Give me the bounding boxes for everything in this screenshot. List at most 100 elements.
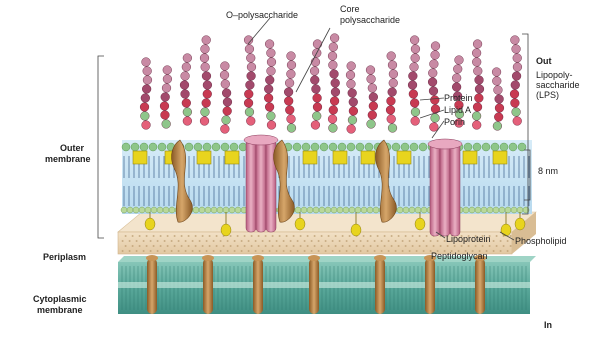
peptidoglycan-mesh-dot bbox=[500, 240, 502, 242]
peptidoglycan-mesh-dot bbox=[174, 245, 176, 247]
peptidoglycan-mesh-dot bbox=[454, 245, 456, 247]
peptidoglycan-mesh-dot bbox=[216, 245, 218, 247]
lps-sugar-bead bbox=[411, 54, 420, 63]
lipid-a-square bbox=[463, 151, 477, 164]
lps-sugar-bead bbox=[411, 108, 420, 117]
lps-sugar-bead bbox=[267, 58, 276, 67]
lps-sugar-bead bbox=[367, 120, 376, 129]
peptidoglycan-mesh-dot bbox=[307, 245, 309, 247]
lps-sugar-bead bbox=[388, 88, 397, 97]
peptidoglycan-mesh-dot bbox=[192, 240, 194, 242]
peptidoglycan-mesh-dot bbox=[248, 250, 250, 252]
peptidoglycan-mesh-dot bbox=[349, 245, 351, 247]
peptidoglycan-mesh-dot bbox=[255, 250, 257, 252]
peptidoglycan-mesh-dot bbox=[398, 235, 400, 237]
lps-sugar-bead bbox=[329, 106, 338, 115]
lps-sugar-bead bbox=[347, 62, 356, 71]
lps-sugar-bead bbox=[142, 121, 151, 130]
peptidoglycan-mesh-dot bbox=[293, 235, 295, 237]
peptidoglycan-mesh-dot bbox=[262, 250, 264, 252]
lps-sugar-bead bbox=[387, 52, 396, 61]
peptidoglycan-mesh-dot bbox=[150, 240, 152, 242]
inner-leaflet-head bbox=[205, 207, 211, 213]
peptidoglycan-mesh-dot bbox=[188, 235, 190, 237]
inner-leaflet-head bbox=[139, 207, 145, 213]
cyto-protein-cap bbox=[374, 255, 386, 261]
peptidoglycan-mesh-dot bbox=[412, 245, 414, 247]
peptidoglycan-mesh-dot bbox=[188, 245, 190, 247]
peptidoglycan-mesh-dot bbox=[202, 235, 204, 237]
peptidoglycan-mesh-dot bbox=[160, 235, 162, 237]
porin-subunit bbox=[450, 144, 460, 236]
inner-leaflet-head bbox=[229, 207, 235, 213]
peptidoglycan-mesh-dot bbox=[167, 245, 169, 247]
lps-sugar-bead bbox=[284, 97, 293, 106]
lps-sugar-bead bbox=[387, 115, 396, 124]
lps-sugar-bead bbox=[201, 108, 210, 117]
lps-sugar-bead bbox=[431, 42, 440, 51]
outer-leaflet-head bbox=[464, 143, 472, 151]
lps-sugar-bead bbox=[313, 40, 322, 49]
lps-sugar-bead bbox=[472, 58, 481, 67]
peptidoglycan-mesh-dot bbox=[192, 250, 194, 252]
lps-sugar-bead bbox=[203, 81, 212, 90]
lps-sugar-bead bbox=[287, 115, 296, 124]
cytoplasmic-membrane-label-line1: Cytoplasmic bbox=[33, 294, 87, 304]
lps-sugar-bead bbox=[473, 67, 482, 76]
peptidoglycan-mesh-dot bbox=[153, 245, 155, 247]
peptidoglycan-mesh-dot bbox=[136, 240, 138, 242]
outer-leaflet-head bbox=[311, 143, 319, 151]
inner-leaflet-head bbox=[463, 207, 469, 213]
lps-sugar-bead bbox=[330, 70, 339, 79]
peptidoglycan-mesh-dot bbox=[122, 250, 124, 252]
peptidoglycan-mesh-dot bbox=[395, 240, 397, 242]
peptidoglycan-mesh-dot bbox=[468, 245, 470, 247]
lps-sugar-bead bbox=[142, 58, 151, 67]
lipoprotein-oval bbox=[501, 224, 511, 236]
lps-sugar-bead bbox=[310, 76, 319, 85]
cyto-membrane-protein bbox=[203, 258, 213, 314]
peptidoglycan-mesh-dot bbox=[237, 245, 239, 247]
out-label: Out bbox=[536, 56, 552, 66]
lps-sugar-bead bbox=[181, 72, 190, 81]
peptidoglycan-mesh-dot bbox=[125, 245, 127, 247]
lps-sugar-bead bbox=[245, 45, 254, 54]
peptidoglycan-mesh-dot bbox=[349, 235, 351, 237]
lps-sugar-bead bbox=[200, 54, 209, 63]
peptidoglycan-mesh-dot bbox=[325, 250, 327, 252]
peptidoglycan-mesh-dot bbox=[129, 250, 131, 252]
lps-sugar-bead bbox=[160, 102, 169, 111]
peptidoglycan-mesh-dot bbox=[272, 245, 274, 247]
lps-sugar-bead bbox=[221, 80, 230, 89]
peptidoglycan-mesh-dot bbox=[409, 240, 411, 242]
peptidoglycan-mesh-dot bbox=[220, 250, 222, 252]
lps-sugar-bead bbox=[163, 66, 172, 75]
peptidoglycan-mesh-dot bbox=[185, 240, 187, 242]
lps-sugar-bead bbox=[429, 123, 438, 132]
lps-sugar-bead bbox=[183, 117, 192, 126]
lps-sugar-bead bbox=[182, 99, 191, 108]
lps-sugar-bead bbox=[473, 40, 482, 49]
peptidoglycan-mesh-dot bbox=[125, 235, 127, 237]
lps-sugar-bead bbox=[452, 74, 461, 83]
outer-leaflet-head bbox=[473, 143, 481, 151]
inner-leaflet-head bbox=[133, 207, 139, 213]
lipoprotein-oval bbox=[415, 218, 425, 230]
peptidoglycan-mesh-dot bbox=[423, 240, 425, 242]
lps-sugar-bead bbox=[246, 54, 255, 63]
peptidoglycan-mesh-dot bbox=[311, 240, 313, 242]
peptidoglycan-mesh-dot bbox=[202, 245, 204, 247]
inner-leaflet-head bbox=[157, 207, 163, 213]
lps-sugar-bead bbox=[510, 99, 519, 108]
peptidoglycan-mesh-dot bbox=[405, 245, 407, 247]
peptidoglycan-mesh-dot bbox=[388, 250, 390, 252]
peptidoglycan-mesh-dot bbox=[493, 250, 495, 252]
peptidoglycan-mesh-dot bbox=[430, 240, 432, 242]
inner-leaflet-head bbox=[367, 207, 373, 213]
peptidoglycan-mesh-dot bbox=[367, 240, 369, 242]
lps-sugar-bead bbox=[472, 49, 481, 58]
inner-leaflet-head bbox=[331, 207, 337, 213]
peptidoglycan-mesh-dot bbox=[297, 250, 299, 252]
inner-leaflet-head bbox=[361, 207, 367, 213]
